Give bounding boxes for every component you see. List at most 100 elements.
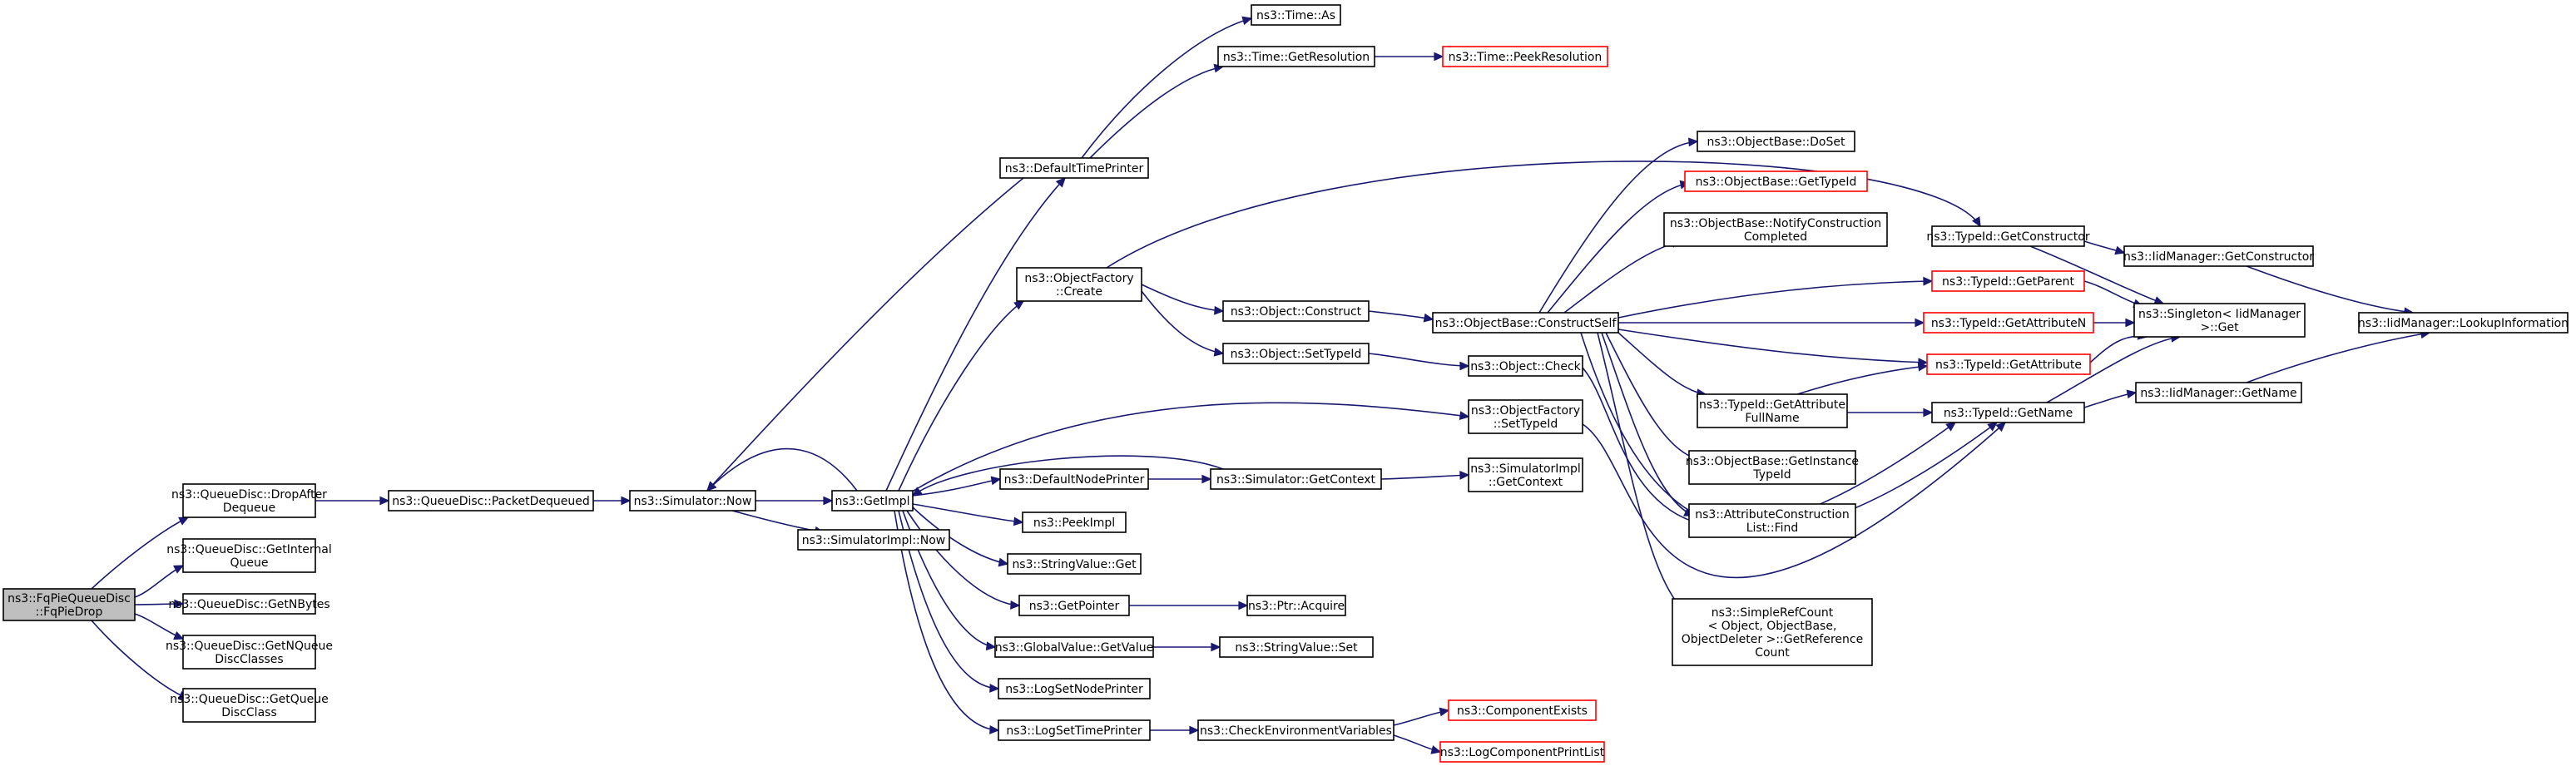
- node-box: [1246, 595, 1346, 616]
- node-iidmgr-lookupinfo[interactable]: ns3::IidManager::LookupInformation: [2358, 312, 2569, 334]
- node-singleton-get[interactable]: ns3::Singleton< IidManager>::Get: [2133, 303, 2306, 338]
- node-label-line: ns3::QueueDisc::GetInternal: [166, 543, 332, 556]
- node-box: [2358, 312, 2569, 334]
- node-get-impl[interactable]: ns3::GetImpl: [831, 490, 914, 512]
- node-ob-notify[interactable]: ns3::ObjectBase::NotifyConstructionCompl…: [1663, 212, 1888, 247]
- node-box: [1688, 503, 1856, 538]
- node-box: [1222, 343, 1370, 364]
- node-typeid-getparent[interactable]: ns3::TypeId::GetParent: [1931, 270, 2085, 292]
- node-label-line: ns3::SimulatorImpl::Now: [802, 534, 946, 547]
- edge-obj_settypeid-to-obj_check: [1368, 353, 1470, 371]
- node-ptr-acquire[interactable]: ns3::Ptr::Acquire: [1246, 595, 1346, 616]
- node-of-settypeid[interactable]: ns3::ObjectFactory::SetTypeId: [1468, 399, 1583, 434]
- node-label-line: ns3::Time::As: [1256, 9, 1335, 22]
- node-default-node-printer[interactable]: ns3::DefaultNodePrinter: [999, 468, 1149, 490]
- node-box: [182, 483, 316, 518]
- node-box: [1672, 598, 1873, 666]
- node-globalvalue-getvalue[interactable]: ns3::GlobalValue::GetValue: [994, 636, 1154, 658]
- node-box: [1931, 402, 2085, 423]
- node-simimpl-now[interactable]: ns3::SimulatorImpl::Now: [797, 529, 950, 551]
- node-iidmgr-getconstructor[interactable]: ns3::IidManager::GetConstructor: [2123, 245, 2314, 267]
- node-typeid-getattribute[interactable]: ns3::TypeId::GetAttribute: [1926, 353, 2091, 375]
- node-sim-getcontext[interactable]: ns3::Simulator::GetContext: [1210, 468, 1382, 490]
- node-log-set-node-printer[interactable]: ns3::LogSetNodePrinter: [998, 678, 1151, 699]
- node-label-line: ns3::Object::SetTypeId: [1231, 348, 1362, 361]
- node-ob-doset[interactable]: ns3::ObjectBase::DoSet: [1697, 131, 1855, 152]
- edge-iidmgr_getname-to-iidmgr_lookupinfo: [2246, 329, 2431, 383]
- edge-get_impl-to-log_set_node_printer: [898, 510, 1000, 693]
- node-log-component-print-list[interactable]: ns3::LogComponentPrintList: [1439, 741, 1605, 763]
- node-typeid-getconstructor[interactable]: ns3::TypeId::GetConstructor: [1926, 225, 2090, 247]
- node-label-line: ns3::DefaultNodePrinter: [1004, 473, 1145, 487]
- node-box: [1018, 595, 1130, 616]
- node-time-peekres[interactable]: ns3::Time::PeekResolution: [1442, 46, 1608, 67]
- node-label-line: ns3::StringValue::Set: [1235, 641, 1358, 655]
- node-stringvalue-set[interactable]: ns3::StringValue::Set: [1219, 636, 1374, 658]
- node-typeid-getname[interactable]: ns3::TypeId::GetName: [1931, 402, 2085, 423]
- node-label-line: ns3::DefaultTimePrinter: [1005, 162, 1144, 175]
- edge-typeid_getattrfullname-to-typeid_getattribute: [1796, 362, 1929, 395]
- node-label-line: ns3::PeekImpl: [1033, 516, 1115, 530]
- edge-ob_constructself-to-typeid_getattrfullname: [1617, 332, 1707, 398]
- node-peek-impl[interactable]: ns3::PeekImpl: [1022, 512, 1127, 533]
- edge-drop_after-to-pkt_dequeued: [315, 496, 390, 506]
- edge-ob_constructself-to-typeid_getattribute: [1617, 329, 1929, 368]
- node-time-as[interactable]: ns3::Time::As: [1251, 4, 1341, 26]
- node-simimpl-getcontext[interactable]: ns3::SimulatorImpl::GetContext: [1468, 457, 1583, 492]
- node-stringvalue-get[interactable]: ns3::StringValue::Get: [1007, 553, 1142, 575]
- node-label-line: ns3::QueueDisc::GetNBytes: [168, 598, 329, 611]
- node-box: [388, 490, 594, 512]
- node-sim-now[interactable]: ns3::Simulator::Now: [629, 490, 756, 512]
- node-ob-constructself[interactable]: ns3::ObjectBase::ConstructSelf: [1432, 312, 1619, 334]
- node-label-line: ns3::FqPieQueueDisc: [7, 592, 131, 605]
- node-simplerefcount[interactable]: ns3::SimpleRefCount< Object, ObjectBase,…: [1672, 598, 1873, 666]
- node-ob-gettypeid[interactable]: ns3::ObjectBase::GetTypeId: [1684, 171, 1868, 192]
- node-label-line: DiscClasses: [215, 653, 283, 666]
- node-label-line: ns3::StringValue::Get: [1012, 558, 1137, 571]
- node-of-create[interactable]: ns3::ObjectFactory::Create: [1016, 267, 1142, 302]
- node-default-time-printer[interactable]: ns3::DefaultTimePrinter: [999, 157, 1149, 179]
- node-label-line: ns3::ObjectBase::ConstructSelf: [1435, 317, 1617, 330]
- node-check-env-vars[interactable]: ns3::CheckEnvironmentVariables: [1197, 719, 1395, 741]
- node-label-line: ::Create: [1056, 285, 1102, 299]
- node-label-line: ns3::TypeId::GetAttributeN: [1931, 317, 2086, 330]
- node-pkt-dequeued[interactable]: ns3::QueueDisc::PacketDequeued: [388, 490, 594, 512]
- edge-typeid_getattributen-to-singleton_get: [2093, 318, 2136, 328]
- node-time-getres[interactable]: ns3::Time::GetResolution: [1217, 46, 1375, 67]
- node-label-line: ns3::Object::Check: [1470, 360, 1581, 373]
- node-typeid-getattributen[interactable]: ns3::TypeId::GetAttributeN: [1923, 312, 2094, 334]
- node-label-line: DiscClass: [221, 706, 277, 719]
- node-get-nbytes[interactable]: ns3::QueueDisc::GetNBytes: [168, 593, 330, 615]
- node-component-exists[interactable]: ns3::ComponentExists: [1448, 699, 1597, 721]
- node-box: [1923, 312, 2094, 334]
- node-label-line: ns3::LogSetNodePrinter: [1005, 683, 1143, 696]
- node-obj-check[interactable]: ns3::Object::Check: [1468, 355, 1583, 377]
- node-get-pointer[interactable]: ns3::GetPointer: [1018, 595, 1130, 616]
- node-label-line: Dequeue: [223, 502, 275, 515]
- node-box: [1442, 46, 1608, 67]
- edge-of_settypeid-to-typeid_getname: [1582, 422, 2007, 579]
- node-obj-settypeid[interactable]: ns3::Object::SetTypeId: [1222, 343, 1370, 364]
- node-label-line: ns3::GetPointer: [1029, 600, 1120, 613]
- node-iidmgr-getname[interactable]: ns3::IidManager::GetName: [2135, 382, 2302, 403]
- node-layer: ns3::FqPieQueueDisc::FqPieDropns3::Queue…: [2, 4, 2569, 763]
- node-obj-construct[interactable]: ns3::Object::Construct: [1222, 300, 1370, 322]
- node-log-set-time-printer[interactable]: ns3::LogSetTimePrinter: [998, 719, 1151, 741]
- node-box: [797, 529, 950, 551]
- edge-ob_constructself-to-ob_notify: [1563, 239, 1682, 314]
- node-label-line: ns3::QueueDisc::DropAfter: [171, 488, 327, 502]
- edge-typeid_getattrfullname-to-typeid_getname: [1847, 408, 1934, 418]
- node-label-line: ns3::TypeId::GetParent: [1942, 275, 2074, 289]
- node-label-line: ns3::AttributeConstruction: [1695, 508, 1849, 521]
- edge-default_time_printer-to-time_getres: [1089, 63, 1225, 159]
- edge-get_pointer-to-ptr_acquire: [1129, 600, 1249, 610]
- edge-pkt_dequeued-to-sim_now: [592, 496, 632, 506]
- edge-ob_constructself-to-typeid_getattributen: [1618, 318, 1925, 328]
